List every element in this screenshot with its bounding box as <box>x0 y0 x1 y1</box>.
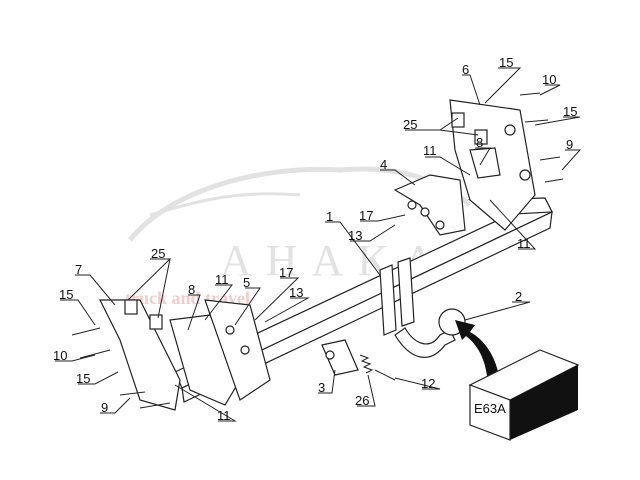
callout-15: 15 <box>59 287 73 302</box>
callout-13: 13 <box>289 285 303 300</box>
hitch-clamp <box>379 257 415 336</box>
callout-2: 2 <box>515 289 522 304</box>
left-bracket <box>99 299 271 411</box>
callout-9: 9 <box>101 400 108 415</box>
callout-10: 10 <box>53 348 67 363</box>
callout-4: 4 <box>380 157 387 172</box>
callout-labels: 15 6 10 15 25 8 11 9 4 17 13 11 1 25 7 1… <box>53 55 577 423</box>
callout-6: 6 <box>462 62 469 77</box>
callout-25: 25 <box>151 246 165 261</box>
callout-1: 1 <box>326 209 333 224</box>
callout-11: 11 <box>217 408 231 423</box>
right-bracket <box>449 99 536 231</box>
kit-code-label: E63A <box>474 401 506 416</box>
callout-5: 5 <box>243 275 250 290</box>
callout-7: 7 <box>75 262 82 277</box>
callout-15: 15 <box>563 104 577 119</box>
callout-17: 17 <box>359 208 373 223</box>
callout-15: 15 <box>499 55 513 70</box>
callout-8: 8 <box>476 135 483 150</box>
callout-25: 25 <box>403 117 417 132</box>
kit-box <box>468 349 580 441</box>
bracket-4 <box>393 174 466 236</box>
socket-plate <box>321 339 359 376</box>
callout-17: 17 <box>279 265 293 280</box>
bolts <box>71 92 564 409</box>
callout-13: 13 <box>348 228 362 243</box>
callout-11: 11 <box>215 272 229 287</box>
callout-12: 12 <box>421 376 435 391</box>
callout-9: 9 <box>566 137 573 152</box>
callout-26: 26 <box>355 393 369 408</box>
callout-11: 11 <box>517 236 531 251</box>
callout-11: 11 <box>423 143 437 158</box>
callout-10: 10 <box>542 72 556 87</box>
callout-8: 8 <box>188 282 195 297</box>
callout-3: 3 <box>318 380 325 395</box>
direction-arrow <box>455 320 500 390</box>
leader-lines <box>55 67 582 422</box>
callout-15: 15 <box>76 371 90 386</box>
spring <box>359 354 374 374</box>
